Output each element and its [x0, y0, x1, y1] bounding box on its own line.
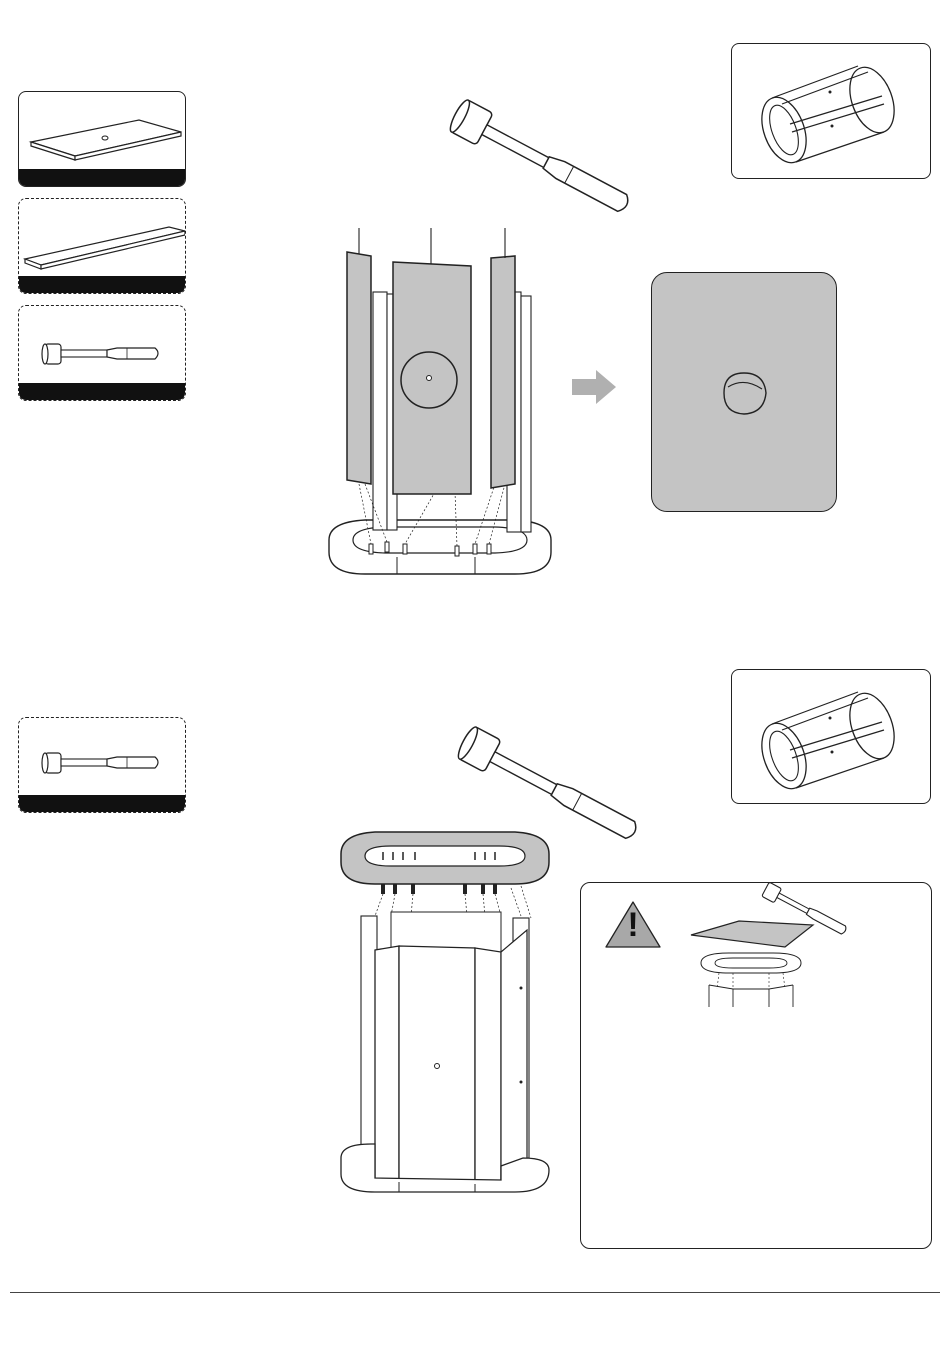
part-card-label-bar — [19, 276, 185, 293]
assembly-preview-box — [731, 669, 931, 804]
part-card-mallet — [18, 717, 186, 813]
cam-lock-detail-box — [651, 272, 837, 512]
part-card-side-board — [18, 198, 186, 294]
part-card-label-bar — [19, 383, 185, 400]
frame-assembly-icon — [732, 670, 932, 805]
cabinet-top-assembly — [335, 826, 575, 1196]
frame-assembly-icon — [732, 44, 932, 180]
warning-note-box: ! — [580, 882, 932, 1249]
part-card-label-bar — [19, 795, 185, 812]
part-card-mallet — [18, 305, 186, 401]
footer-divider — [10, 1292, 940, 1293]
part-card-top-panel — [18, 91, 186, 187]
cabinet-panels-assembly — [325, 222, 565, 582]
arrow-right-icon — [572, 370, 622, 404]
mallet-icon — [428, 118, 648, 238]
warning-symbol: ! — [603, 903, 663, 947]
protective-sheet-illustration — [689, 885, 889, 1015]
assembly-preview-box — [731, 43, 931, 179]
part-card-label-bar — [19, 169, 185, 186]
cam-lock-detail-icon — [652, 273, 838, 513]
